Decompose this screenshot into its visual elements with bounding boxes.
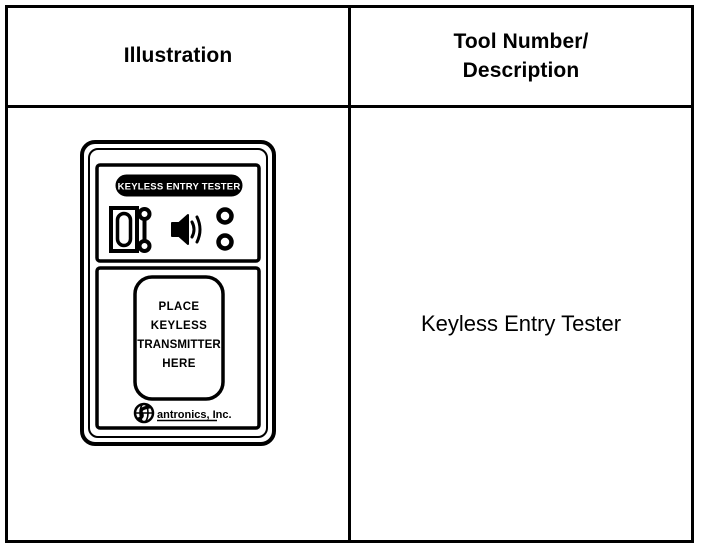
header-tool-number-line-2: Description (462, 58, 580, 82)
brand-logo-icon (133, 402, 155, 424)
tool-description-label: Keyless Entry Tester (420, 310, 622, 336)
device-illustration-wrap: KEYLESS ENTRY TESTER (8, 108, 348, 540)
connector-slot-inner (115, 211, 133, 248)
tool-table: Illustration Tool Number/ Description (5, 5, 694, 543)
pad-text-line-2: KEYLESS (151, 320, 207, 332)
pad-text-line-3: TRANSMITTER (137, 339, 221, 351)
led-indicator-top (216, 207, 234, 225)
speaker-icon (171, 214, 189, 245)
cell-illustration: KEYLESS ENTRY TESTER (8, 108, 351, 540)
keyless-entry-tester-illustration: KEYLESS ENTRY TESTER (80, 140, 276, 446)
header-cell-illustration: Illustration (8, 8, 351, 105)
badge-pill (115, 174, 243, 197)
brand-name-label: antronics, Inc. (157, 409, 232, 421)
antenna-icon-bottom-node (137, 239, 152, 253)
header-cell-description: Tool Number/ Description (351, 8, 691, 105)
cell-description: Keyless Entry Tester (351, 108, 691, 540)
header-tool-number-line-1: Tool Number/ (453, 30, 589, 54)
table-row: KEYLESS ENTRY TESTER (8, 108, 691, 540)
speaker-icon-wave-inner (190, 220, 196, 239)
antenna-icon-top-node (137, 207, 152, 221)
speaker-icon-wave-outer (195, 215, 202, 244)
pad-text-line-4: HERE (162, 358, 196, 370)
pad-text-line-1: PLACE (159, 301, 200, 313)
table-header-row: Illustration Tool Number/ Description (8, 8, 691, 108)
header-tool-number-label: Tool Number/ Description (454, 28, 589, 85)
transmitter-pad (133, 275, 225, 401)
brand-logo-s-mark (136, 405, 151, 421)
badge-label: KEYLESS ENTRY TESTER (118, 182, 241, 193)
header-illustration-label: Illustration (123, 44, 233, 68)
led-indicator-bottom (216, 233, 234, 251)
